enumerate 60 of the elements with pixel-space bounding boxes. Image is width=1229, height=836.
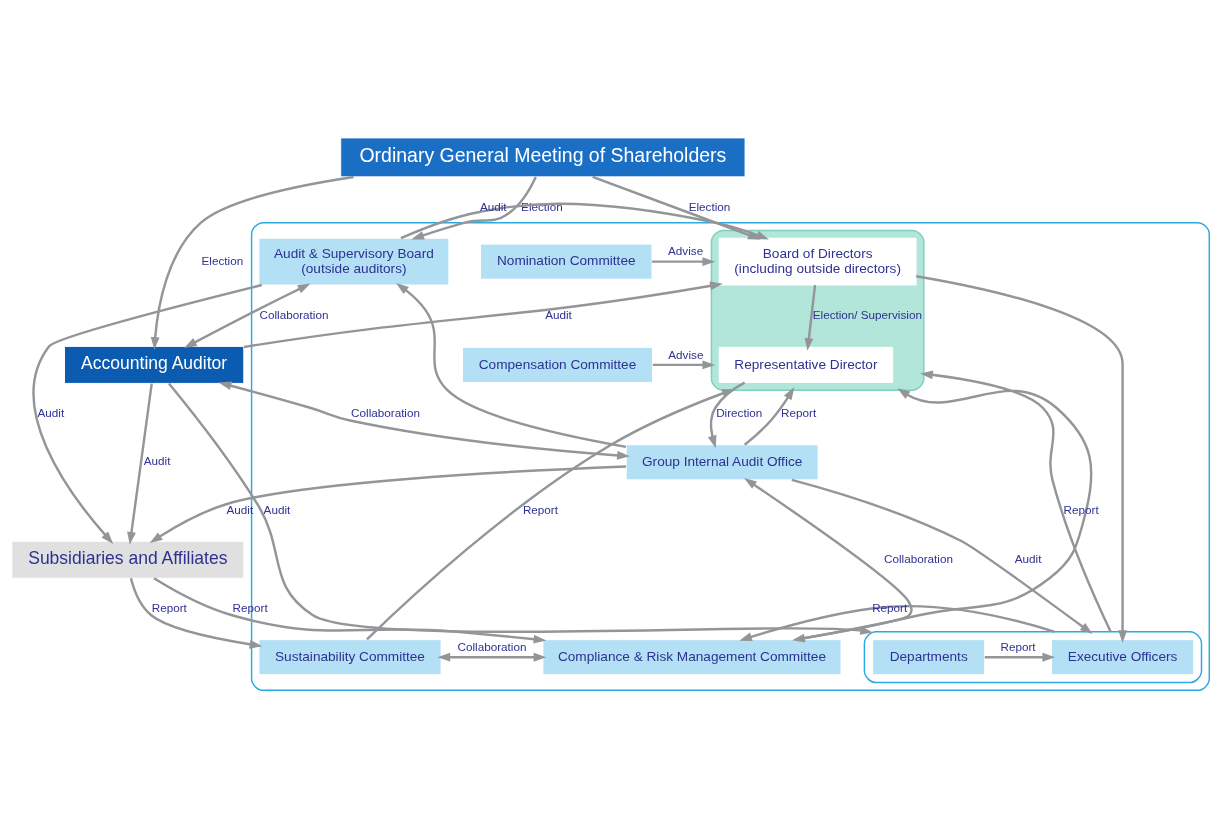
edge-label: Collaboration	[457, 639, 527, 653]
edge-label: Advise	[668, 347, 704, 361]
node-box: Compliance & Risk Management Committee	[542, 639, 842, 676]
edge-label: Report	[151, 600, 187, 614]
edge-label: Audit	[1014, 551, 1042, 565]
edge-label: Election/ Supervision	[812, 307, 922, 321]
arrow	[739, 605, 1056, 642]
edge-label: Report	[1000, 639, 1036, 653]
arrow	[707, 381, 746, 449]
arrow	[744, 387, 795, 446]
node-box: Audit & Supervisory Board (outside auditors)	[258, 237, 450, 286]
arrow	[150, 175, 354, 350]
edge-label: Audit	[143, 454, 171, 468]
arrow	[791, 478, 1093, 635]
node-box: Compensation Committee	[462, 346, 653, 383]
arrow	[411, 176, 537, 240]
arrow	[184, 283, 311, 348]
edge-label: Audit	[545, 307, 572, 321]
node-box: Board of Directors (including outside directors)	[718, 237, 917, 286]
node-box: Nomination Committee	[480, 243, 653, 280]
edge-label: Report	[522, 502, 558, 516]
arrow	[396, 283, 627, 449]
arrow	[129, 578, 263, 649]
arrow	[218, 381, 630, 460]
edge-label: Collaboration	[259, 307, 329, 321]
edge-label: Election	[688, 199, 731, 213]
node-box: Representative Director	[718, 346, 894, 383]
arrow	[920, 370, 1112, 633]
arrow	[149, 465, 627, 543]
edge-label: Report	[1063, 502, 1099, 516]
edge-label: Election	[201, 253, 244, 267]
arrow	[804, 284, 817, 351]
arrow	[652, 360, 716, 370]
edge-label: Collaboration	[884, 551, 953, 565]
edge-label: Audit	[263, 502, 291, 516]
arrow	[243, 281, 723, 349]
arrow	[127, 383, 153, 545]
edge-label: Report	[781, 406, 817, 420]
node-box: Subsidiaries and Affiliates	[11, 540, 245, 579]
node-box: Ordinary General Meeting of Shareholders	[340, 137, 746, 178]
node-box: Sustainability Committee	[258, 639, 442, 676]
edge-label: Collaboration	[351, 406, 420, 420]
arrow	[984, 652, 1056, 662]
arrow	[916, 275, 1128, 643]
edge-label: Advise	[668, 244, 704, 258]
arrow	[366, 388, 735, 641]
edge-label: Audit	[37, 406, 65, 420]
arrow	[437, 652, 547, 662]
node-box: Executive Officers	[1050, 639, 1195, 676]
arrow	[32, 283, 263, 544]
edge-label: Report	[872, 600, 908, 614]
node-box: Accounting Auditor	[64, 345, 245, 384]
arrow	[168, 382, 873, 635]
edge-label: Direction	[716, 406, 763, 420]
arrow	[153, 577, 547, 644]
arrow	[652, 257, 716, 267]
arrow	[744, 477, 913, 643]
node-box: Group Internal Audit Office	[625, 444, 819, 481]
node-box: Departments	[872, 639, 986, 676]
edge-label: Audit	[479, 199, 507, 213]
